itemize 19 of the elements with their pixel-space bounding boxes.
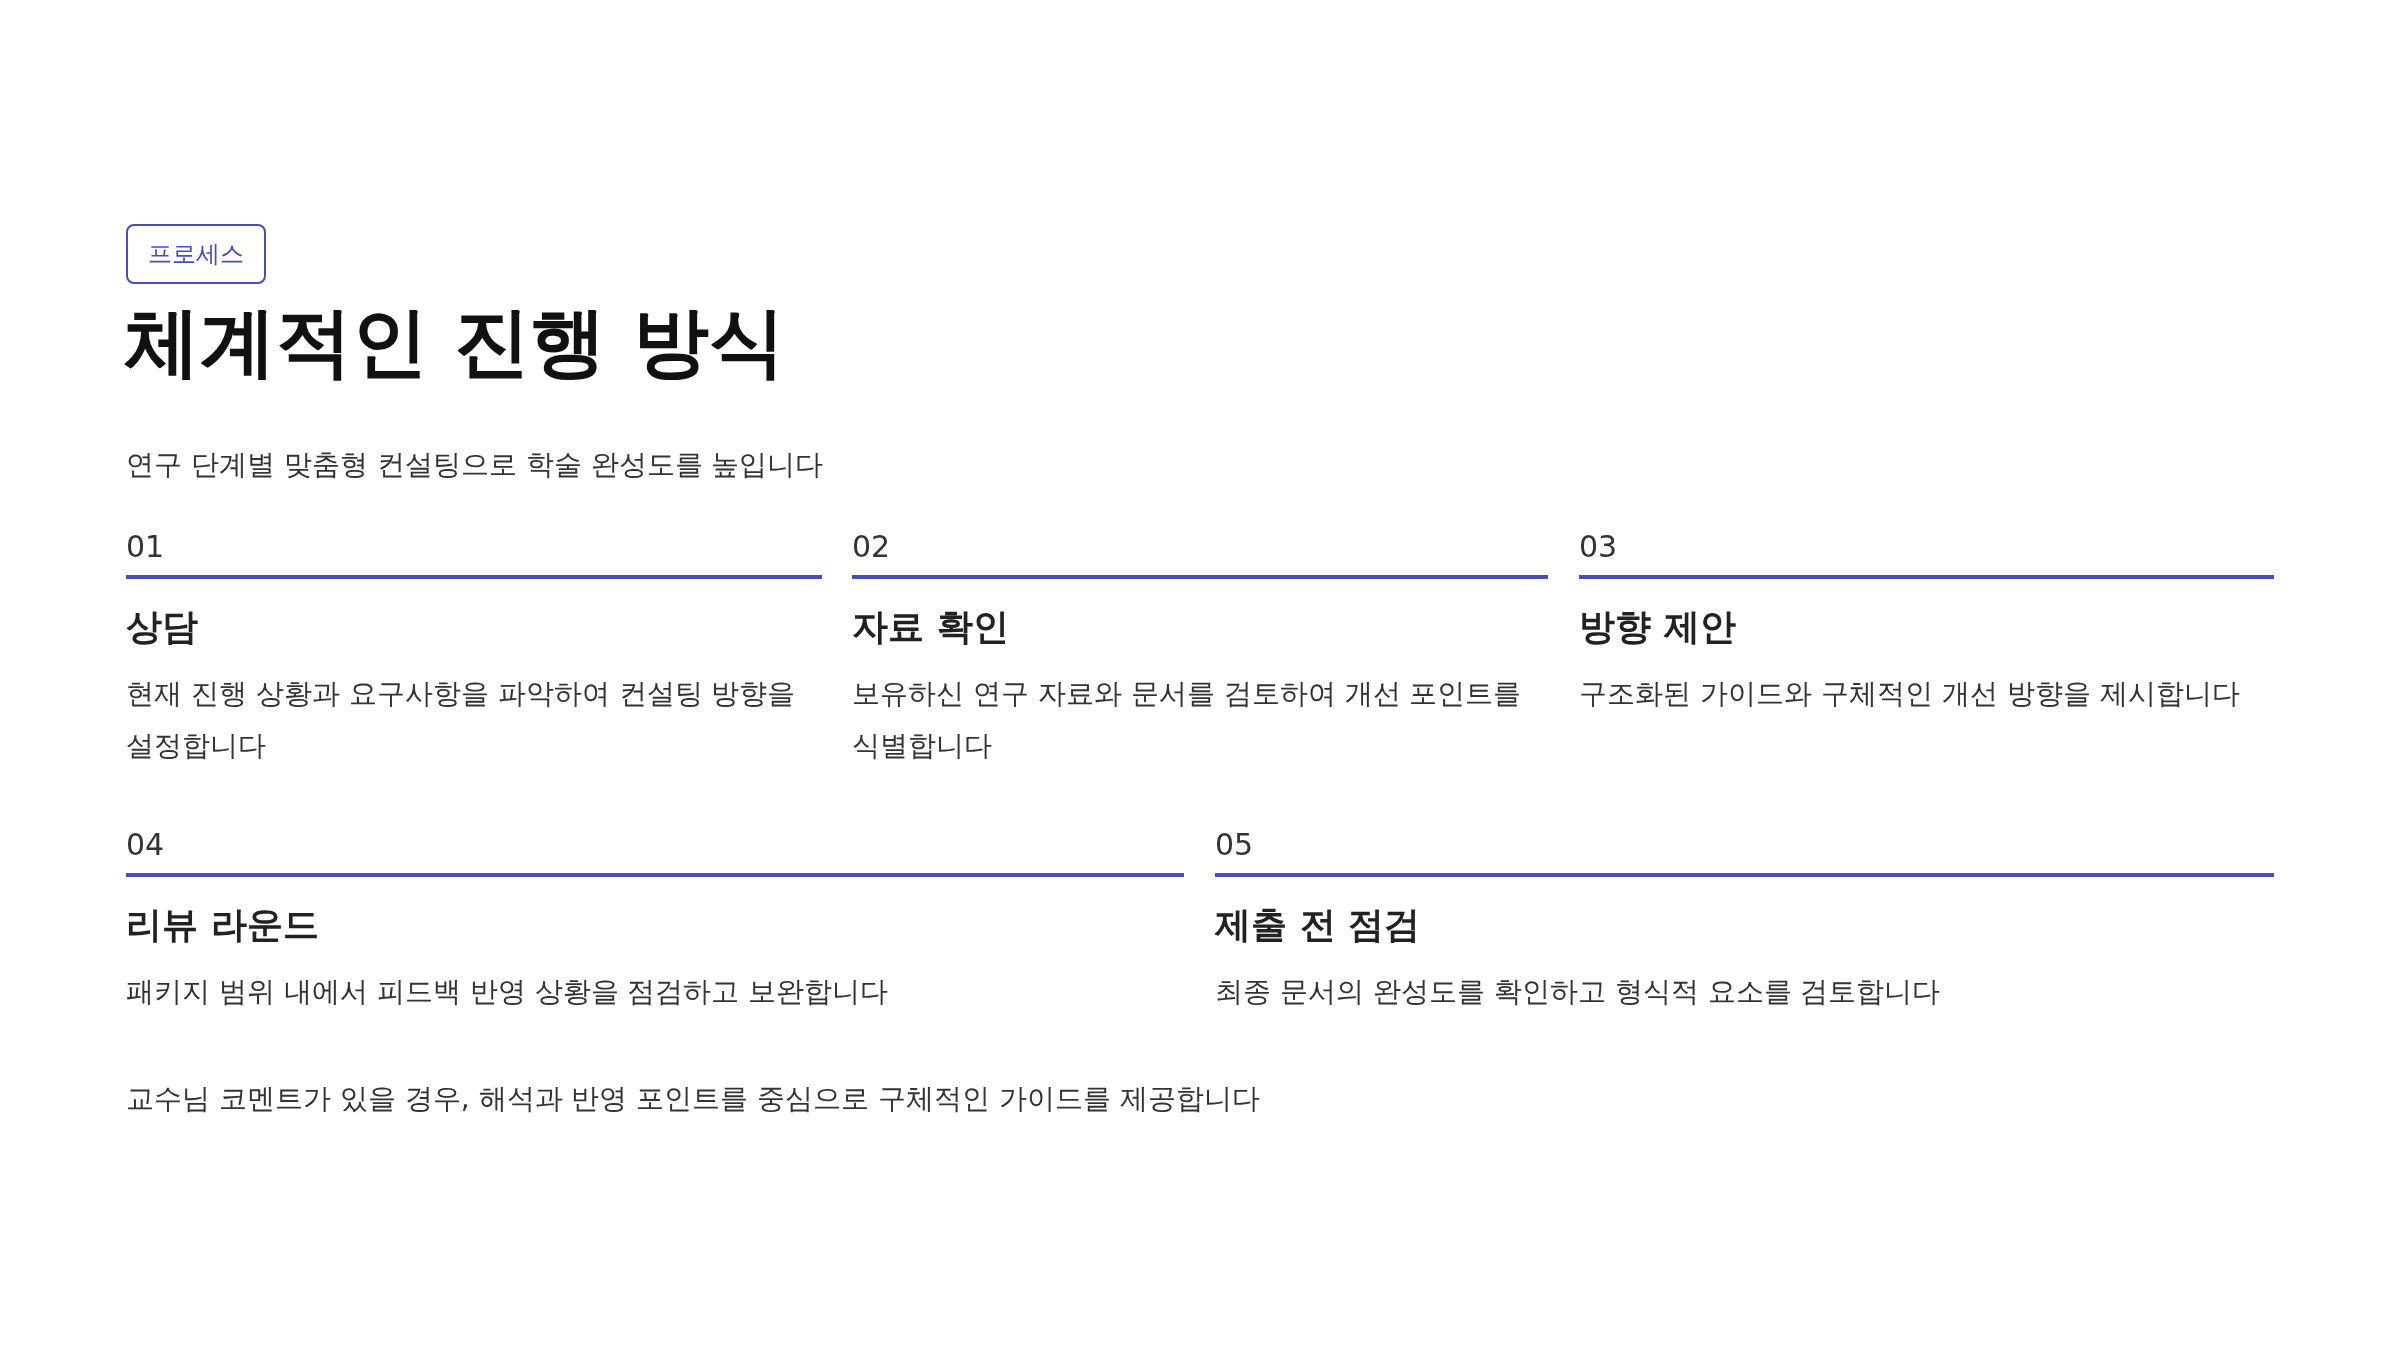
tag-badge: 프로세스 — [126, 224, 266, 284]
step-description: 패키지 범위 내에서 피드백 반영 상황을 점검하고 보완합니다 — [126, 974, 890, 1010]
step-number: 05 — [1215, 827, 1254, 862]
step-number: 02 — [852, 529, 891, 564]
step-heading: 상담 — [126, 605, 199, 649]
step-heading: 방향 제안 — [1579, 605, 1737, 649]
step-description: 구조화된 가이드와 구체적인 개선 방향을 제시합니다 — [1579, 676, 2241, 712]
step-number: 03 — [1579, 529, 1618, 564]
note-text: 교수님 코멘트가 있을 경우, 해석과 반영 포인트를 중심으로 구체적인 가이드를 제공합니다 — [126, 1081, 1260, 1117]
step-heading: 제출 전 점검 — [1215, 903, 1422, 947]
step-heading: 리뷰 라운드 — [126, 903, 320, 947]
step-number: 01 — [126, 529, 165, 564]
step-description: 최종 문서의 완성도를 확인하고 형식적 요소를 검토합니다 — [1215, 974, 1942, 1010]
page-title: 체계적인 진행 방식 — [124, 296, 785, 388]
subtitle: 연구 단계별 맞춤형 컨설팅으로 학술 완성도를 높입니다 — [126, 447, 824, 483]
step-description: 현재 진행 상황과 요구사항을 파악하여 컨설팅 방향을 설정합니다 — [126, 676, 797, 764]
step-number: 04 — [126, 827, 165, 862]
step-heading: 자료 확인 — [852, 605, 1010, 649]
step-description: 보유하신 연구 자료와 문서를 검토하여 개선 포인트를 식별합니다 — [852, 676, 1523, 764]
